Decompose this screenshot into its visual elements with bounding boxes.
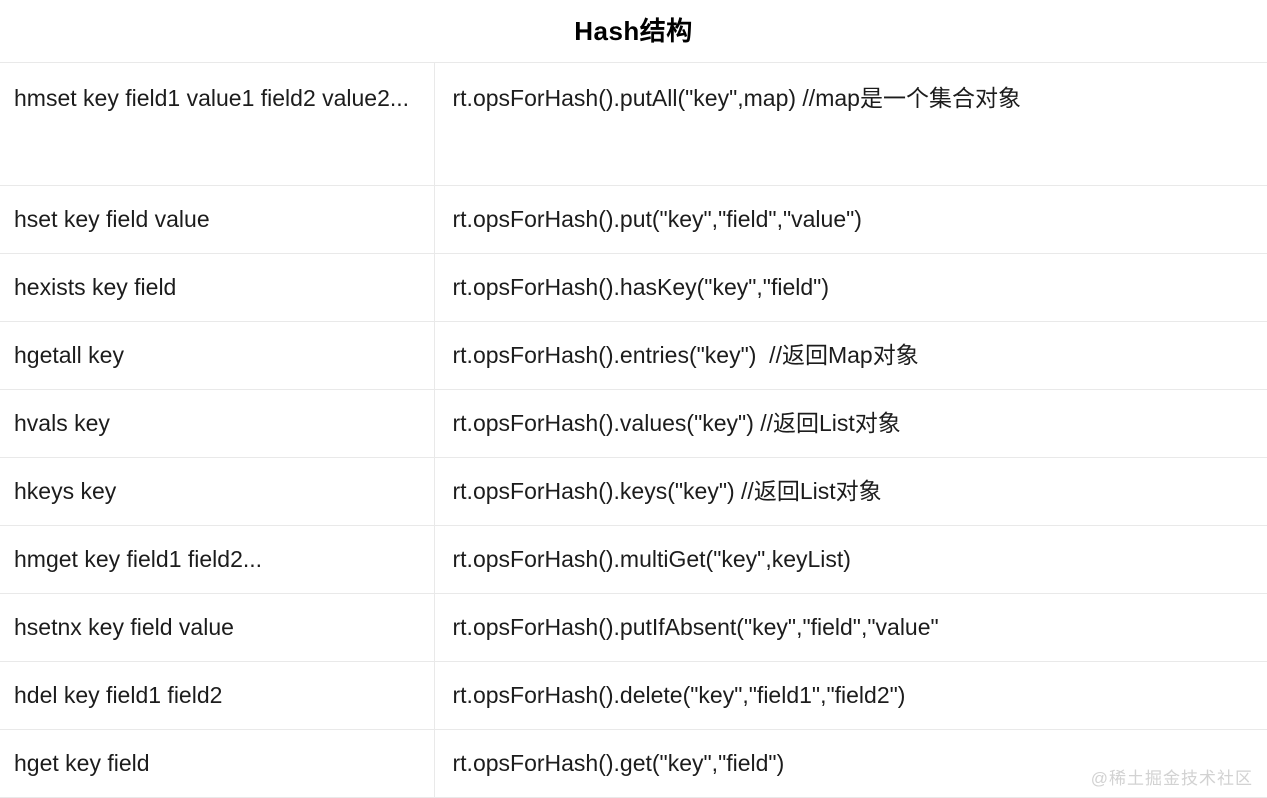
redis-command-cell: hkeys key <box>0 457 435 526</box>
spring-api-cell: rt.opsForHash().putIfAbsent("key","field… <box>434 593 1267 662</box>
spring-api-cell: rt.opsForHash().delete("key","field1","f… <box>434 661 1267 730</box>
table-row: hmset key field1 value1 field2 value2...… <box>0 63 1267 186</box>
spring-api-cell: rt.opsForHash().put("key","field","value… <box>434 185 1267 254</box>
redis-command-cell: hmget key field1 field2... <box>0 525 435 594</box>
table-body: hmset key field1 value1 field2 value2...… <box>0 63 1267 798</box>
redis-command-cell: hdel key field1 field2 <box>0 661 435 730</box>
redis-command-cell: hget key field <box>0 729 435 798</box>
page-title: Hash结构 <box>574 16 693 46</box>
spring-api-cell: rt.opsForHash().get("key","field") <box>434 729 1267 798</box>
redis-command-cell: hvals key <box>0 389 435 458</box>
redis-command-cell: hmset key field1 value1 field2 value2... <box>0 63 435 186</box>
redis-command-cell: hgetall key <box>0 321 435 390</box>
redis-command-cell: hsetnx key field value <box>0 593 435 662</box>
redis-hash-command-table: hmset key field1 value1 field2 value2...… <box>0 63 1267 798</box>
table-row: hmget key field1 field2...rt.opsForHash(… <box>0 525 1267 594</box>
spring-api-cell: rt.opsForHash().putAll("key",map) //map是… <box>434 63 1267 186</box>
document-title-row: Hash结构 <box>0 0 1267 63</box>
spring-api-cell: rt.opsForHash().multiGet("key",keyList) <box>434 525 1267 594</box>
spring-api-cell: rt.opsForHash().keys("key") //返回List对象 <box>434 457 1267 526</box>
spring-api-cell: rt.opsForHash().values("key") //返回List对象 <box>434 389 1267 458</box>
spring-api-cell: rt.opsForHash().hasKey("key","field") <box>434 253 1267 322</box>
redis-command-cell: hset key field value <box>0 185 435 254</box>
spring-api-cell: rt.opsForHash().entries("key") //返回Map对象 <box>434 321 1267 390</box>
redis-command-cell: hexists key field <box>0 253 435 322</box>
